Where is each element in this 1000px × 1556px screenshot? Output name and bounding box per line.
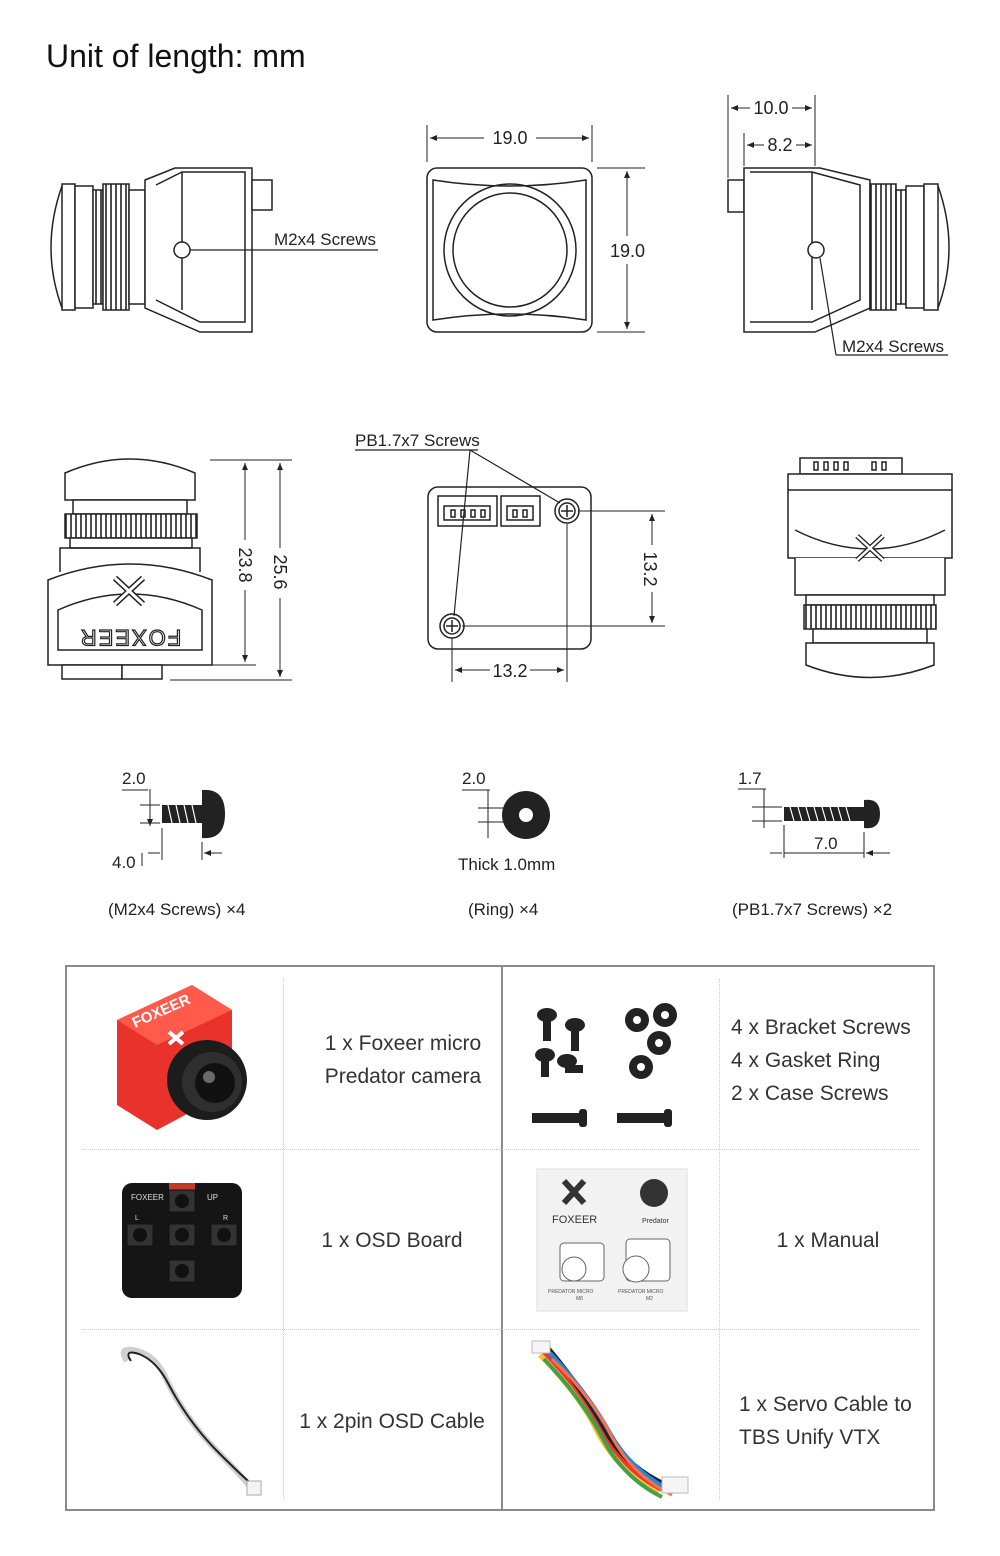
- pb-screw-drawing: [738, 788, 890, 858]
- row-separator: [83, 1149, 919, 1150]
- item-osd-board: 1 x OSD Board: [287, 1153, 497, 1327]
- item-line: Predator camera: [324, 1065, 482, 1088]
- camera-back-view: [355, 449, 665, 682]
- svg-text:FOXEER: FOXEER: [131, 1193, 164, 1202]
- pb-length: 7.0: [814, 834, 838, 853]
- ring-drawing: [462, 789, 550, 839]
- screw-callout-left: M2x4 Screws: [274, 230, 376, 249]
- svg-text:FOXEER: FOXEER: [552, 1214, 597, 1226]
- front-width-dim: 19.0: [492, 128, 527, 148]
- camera-bottom-brand: FOXEER: [79, 625, 181, 650]
- m2x4-caption: (M2x4 Screws) ×4: [108, 900, 245, 919]
- m2x4-length: 4.0: [112, 853, 136, 872]
- item-line: TBS Unify VTX: [739, 1426, 881, 1449]
- item-line: 1 x Servo Cable to: [739, 1393, 912, 1416]
- osd-board-image: FOXEER UP L R: [83, 1153, 281, 1327]
- svg-text:UP: UP: [207, 1193, 218, 1202]
- back-vertical-dim: 13.2: [640, 551, 660, 586]
- ring-thickness: Thick 1.0mm: [458, 855, 555, 874]
- item-servo-cable: 1 x Servo Cable to TBS Unify VTX: [723, 1333, 933, 1509]
- camera-top-view: [787, 457, 953, 679]
- pb-diameter: 1.7: [738, 769, 762, 788]
- item-line: 1 x OSD Board: [321, 1228, 463, 1252]
- svg-text:M8: M8: [576, 1296, 583, 1302]
- dimension-drawings: M2x4 Screws 19.0 19.0: [47, 95, 953, 919]
- table-divider: [501, 967, 503, 1509]
- svg-text:Predator: Predator: [642, 1218, 670, 1225]
- height-dim-inner: 23.8: [235, 547, 255, 582]
- manual-image: FOXEER Predator PREDATOR MICRO M8 PREDAT…: [507, 1153, 717, 1327]
- camera-side-view-right: [727, 95, 950, 356]
- item-line: 1 x Foxeer micro: [324, 1032, 482, 1055]
- item-line: 1 x Manual: [776, 1228, 880, 1252]
- pb-caption: (PB1.7x7 Screws) ×2: [732, 900, 892, 919]
- item-manual: 1 x Manual: [723, 1153, 933, 1327]
- item-osd-cable: 1 x 2pin OSD Cable: [287, 1333, 497, 1509]
- pb-screw-callout: PB1.7x7 Screws: [355, 431, 480, 450]
- svg-text:L: L: [135, 1215, 139, 1222]
- servo-cable-image: [507, 1333, 717, 1509]
- svg-text:R: R: [223, 1215, 228, 1222]
- screws-rings-image: [507, 975, 717, 1145]
- osd-cable-image: [83, 1333, 281, 1509]
- ring-caption: (Ring) ×4: [468, 900, 538, 919]
- svg-text:PREDATOR MICRO: PREDATOR MICRO: [618, 1289, 663, 1295]
- svg-text:M2: M2: [646, 1296, 653, 1302]
- camera-product-image: FOXEER: [83, 975, 281, 1145]
- svg-text:PREDATOR MICRO: PREDATOR MICRO: [548, 1289, 593, 1295]
- item-hardware: 4 x Bracket Screws 4 x Gasket Ring 2 x C…: [723, 975, 933, 1145]
- page-title: Unit of length: mm: [46, 38, 306, 74]
- row-separator: [283, 979, 284, 1499]
- item-line: 1 x 2pin OSD Cable: [299, 1409, 485, 1433]
- item-line: 2 x Case Screws: [731, 1081, 889, 1105]
- side-overall-dim: 10.0: [753, 98, 788, 118]
- side-body-dim: 8.2: [767, 135, 792, 155]
- m2x4-diameter: 2.0: [122, 769, 146, 788]
- screw-callout-right: M2x4 Screws: [842, 337, 944, 356]
- item-line: 4 x Bracket Screws: [731, 1015, 911, 1039]
- camera-front-view: [426, 125, 645, 333]
- camera-side-view-left: [50, 167, 378, 333]
- ring-diameter: 2.0: [462, 769, 486, 788]
- package-contents-table: FOXEER 1 x Foxeer micro Predator camera: [65, 965, 935, 1511]
- back-horizontal-dim: 13.2: [492, 661, 527, 681]
- item-line: 4 x Gasket Ring: [731, 1048, 881, 1072]
- height-dim-outer: 25.6: [270, 554, 290, 589]
- item-camera: 1 x Foxeer micro Predator camera: [287, 975, 497, 1145]
- camera-bottom-view: [47, 458, 292, 681]
- row-separator: [719, 979, 720, 1499]
- front-height-dim: 19.0: [610, 241, 645, 261]
- row-separator: [83, 1329, 919, 1330]
- m2x4-screw-drawing: [122, 789, 225, 866]
